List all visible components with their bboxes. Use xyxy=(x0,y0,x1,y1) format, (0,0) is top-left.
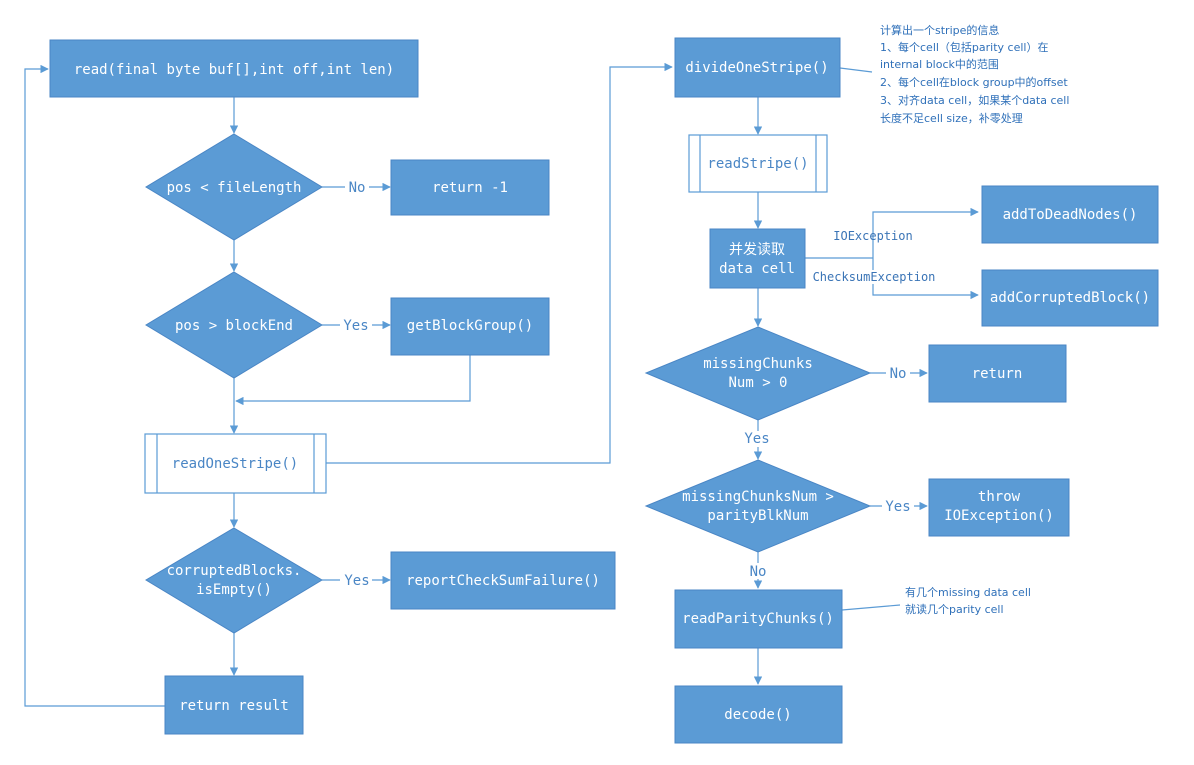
stripe-note-line-2: 1、每个cell（包括parity cell）在 xyxy=(880,40,1048,54)
return-neg1-label: return -1 xyxy=(432,180,508,196)
edge-label-no-2: No xyxy=(890,366,907,382)
edge-getblockgroup-return xyxy=(235,355,471,406)
note-connector-stripe xyxy=(839,67,873,73)
pos-filelength-label: pos < fileLength xyxy=(167,180,302,196)
parity-note-line-1: 有几个missing data cell xyxy=(905,585,1031,599)
parity-line1: missingChunksNum > xyxy=(682,489,834,505)
edge-loop-back xyxy=(24,64,165,707)
concurrent-read-box[interactable] xyxy=(709,228,806,289)
corrupted-blocks-line2: isEmpty() xyxy=(196,582,272,598)
return-neg1-box[interactable] xyxy=(390,159,550,216)
edge-label-ioexception: IOException xyxy=(833,229,912,243)
divide-one-stripe-box[interactable] xyxy=(674,37,841,98)
report-checksum-box[interactable] xyxy=(390,551,616,610)
edge-label-no-1: No xyxy=(349,180,366,196)
get-block-group-label: getBlockGroup() xyxy=(407,318,533,334)
concurrent-read-line2: data cell xyxy=(719,261,795,277)
yes-3-bg xyxy=(740,431,774,447)
stripe-note-line-3: internal block中的范围 xyxy=(880,57,999,71)
return-box[interactable] xyxy=(928,344,1067,403)
missing-chunks-line1: missingChunks xyxy=(703,356,813,372)
read-stripe-label: readStripe() xyxy=(707,156,808,172)
stripe-note-line-4: 2、每个cell在block group中的offset xyxy=(880,75,1068,89)
decode-box[interactable] xyxy=(674,685,843,744)
edge-labels: No Yes Yes IOException ChecksumException… xyxy=(340,179,938,589)
throw-ioexception-box[interactable] xyxy=(928,478,1070,537)
read-one-stripe-box[interactable] xyxy=(144,433,327,494)
parity-note-line-2: 就读几个parity cell xyxy=(905,602,1004,616)
edge-label-checksumexception: ChecksumException xyxy=(813,270,936,284)
concurrent-read-line1: 并发读取 xyxy=(729,241,785,258)
divide-one-stripe-label: divideOneStripe() xyxy=(685,60,828,76)
corrupted-blocks-line1: corruptedBlocks. xyxy=(167,563,302,579)
note-stripe-info: 计算出一个stripe的信息 1、每个cell（包括parity cell）在 … xyxy=(880,23,1069,125)
no-1-bg xyxy=(345,179,369,195)
read-label: read(final byte buf[],int off,int len) xyxy=(74,62,394,78)
read-parity-chunks-label: readParityChunks() xyxy=(682,611,834,627)
throw-line1: throw xyxy=(978,489,1021,505)
missing-chunks-line2: Num > 0 xyxy=(728,375,787,391)
yes-1-bg xyxy=(340,317,372,333)
parity-line2: parityBlkNum xyxy=(707,508,808,524)
edge-label-yes-2: Yes xyxy=(344,573,369,589)
add-corrupted-block-label: addCorruptedBlock() xyxy=(990,290,1150,306)
report-checksum-label: reportCheckSumFailure() xyxy=(406,573,600,589)
return-result-box[interactable] xyxy=(164,675,304,735)
yes-2-bg xyxy=(340,572,372,588)
read-parity-chunks-box[interactable] xyxy=(674,589,843,649)
nodes-left: read(final byte buf[],int off,int len) p… xyxy=(49,39,616,735)
read-stripe-box[interactable] xyxy=(688,134,828,193)
checksum-bg xyxy=(810,270,938,284)
edge-label-yes-4: Yes xyxy=(885,499,910,515)
read-one-stripe-label: readOneStripe() xyxy=(172,456,298,472)
return-result-label: return result xyxy=(179,698,289,714)
get-block-group-box[interactable] xyxy=(390,297,550,356)
edges-left xyxy=(24,62,673,707)
edge-label-yes-1: Yes xyxy=(343,318,368,334)
pos-blockend-decision[interactable] xyxy=(145,271,323,379)
note-parity-info: 有几个missing data cell 就读几个parity cell xyxy=(905,585,1031,616)
decode-label: decode() xyxy=(724,707,791,723)
edge-label-yes-3: Yes xyxy=(744,431,769,447)
corrupted-blocks-decision[interactable] xyxy=(145,527,323,634)
edge-to-divide xyxy=(326,62,673,464)
yes-4-bg xyxy=(882,498,914,514)
add-dead-nodes-label: addToDeadNodes() xyxy=(1003,207,1138,223)
return-label: return xyxy=(972,366,1023,382)
read-box[interactable] xyxy=(49,39,419,98)
no-3-bg xyxy=(745,563,771,579)
stripe-note-line-1: 计算出一个stripe的信息 xyxy=(880,23,999,37)
no-2-bg xyxy=(886,365,910,381)
note-connector-parity xyxy=(841,604,901,611)
missing-chunks-decision[interactable] xyxy=(644,326,872,421)
edge-label-no-3: No xyxy=(750,564,767,580)
add-corrupted-block-box[interactable] xyxy=(981,269,1159,327)
edge-ioexception xyxy=(872,207,979,258)
pos-blockend-label: pos > blockEnd xyxy=(175,318,293,334)
nodes-right: divideOneStripe() readStripe() 并发读取 data… xyxy=(644,37,1159,744)
throw-line2: IOException() xyxy=(944,508,1054,524)
pos-filelength-decision[interactable] xyxy=(145,133,323,241)
parity-decision[interactable] xyxy=(644,459,872,553)
stripe-note-line-6: 长度不足cell size，补零处理 xyxy=(880,111,1023,125)
stripe-note-line-5: 3、对齐data cell，如果某个data cell xyxy=(880,93,1069,107)
add-dead-nodes-box[interactable] xyxy=(981,185,1159,244)
